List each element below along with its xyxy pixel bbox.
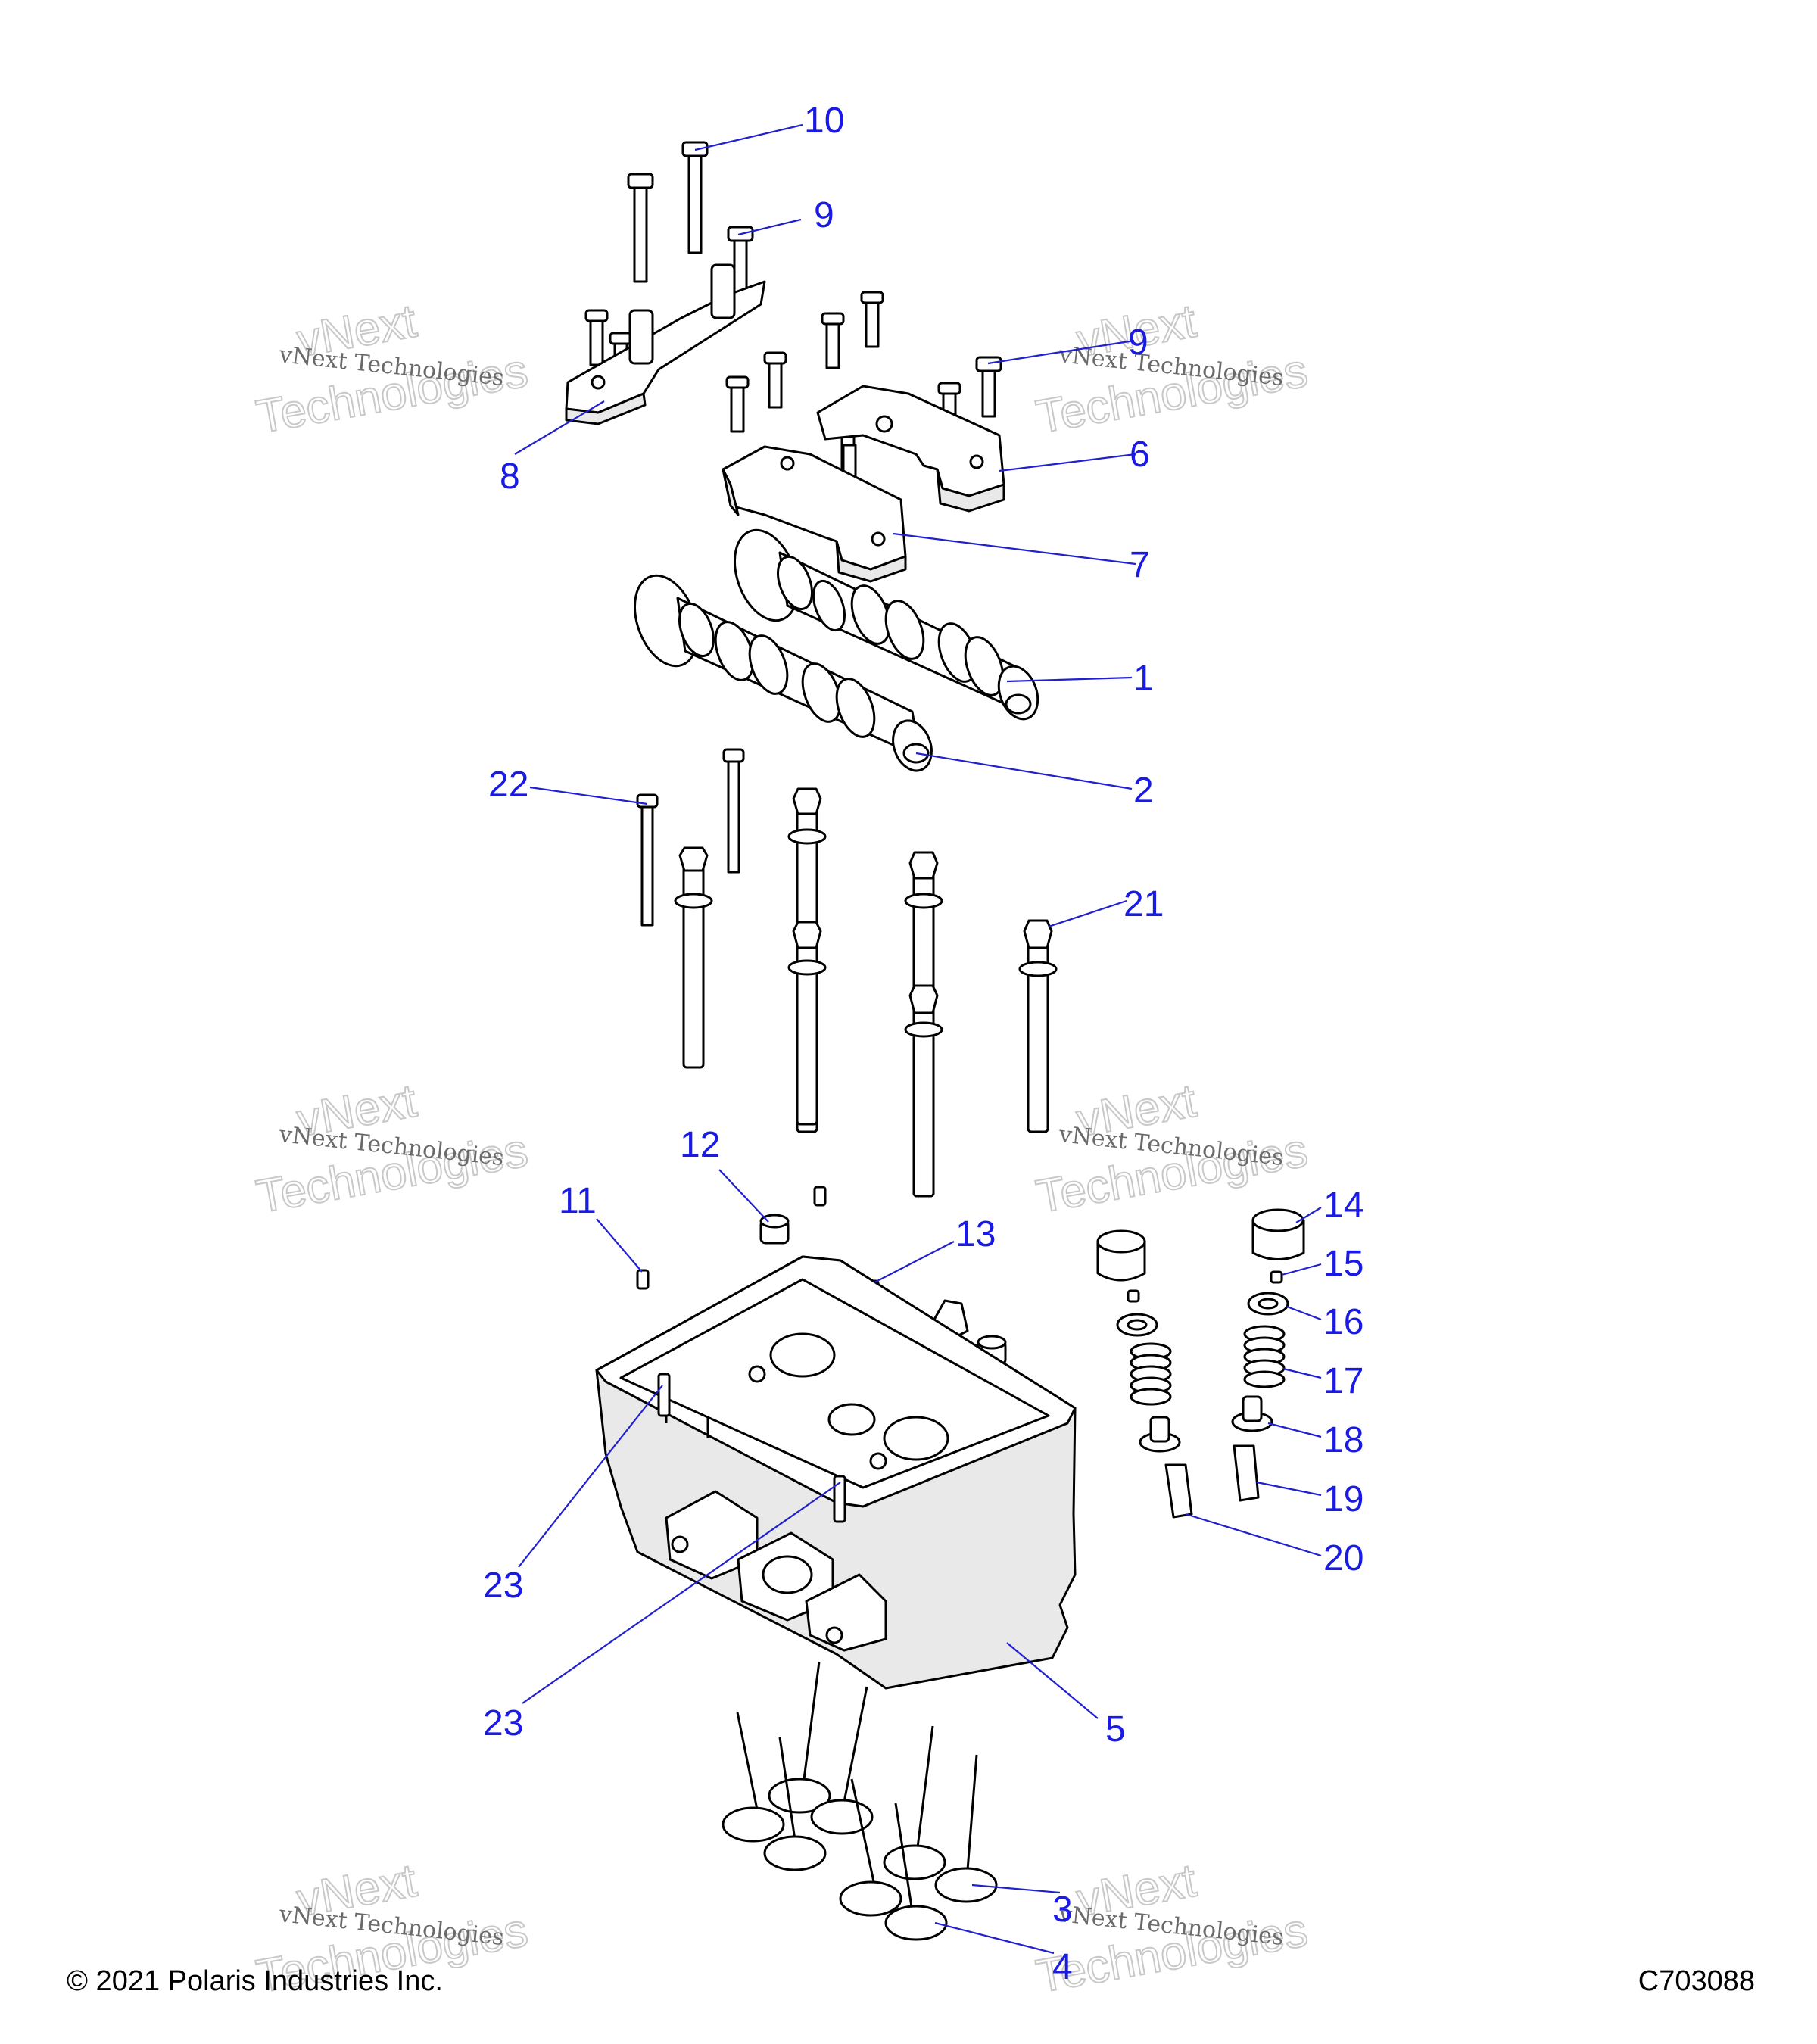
- keeper-left: [1127, 1289, 1140, 1303]
- bolt-head: [763, 351, 787, 365]
- callout-17: 17: [1323, 1361, 1364, 1401]
- valve: [934, 1754, 998, 1903]
- seal-12: [759, 1214, 790, 1245]
- bolt-long-10: [681, 141, 709, 254]
- dowel-11: [636, 1269, 650, 1290]
- valve-seal-left: [1139, 1416, 1181, 1453]
- valve: [763, 1737, 827, 1871]
- valve: [884, 1803, 948, 1941]
- copyright-notice: © 2021 Polaris Industries Inc.: [67, 1965, 443, 1997]
- callout-5: 5: [1105, 1709, 1126, 1750]
- bolt-small: [730, 383, 745, 433]
- callout-19: 19: [1323, 1479, 1364, 1519]
- callout-8: 8: [500, 456, 520, 497]
- callout-23: 23: [483, 1703, 523, 1743]
- callout-16: 16: [1323, 1302, 1364, 1342]
- spring-left: [1130, 1342, 1172, 1406]
- bucket-tappet-left: [1096, 1229, 1146, 1282]
- bolt-head: [821, 312, 845, 326]
- callout-22: 22: [488, 765, 528, 805]
- callout-3: 3: [1052, 1890, 1073, 1930]
- callout-11: 11: [559, 1181, 597, 1221]
- bolt-small: [865, 298, 880, 348]
- bolt-head: [860, 291, 884, 304]
- valve: [722, 1712, 785, 1843]
- callout-9: 9: [814, 195, 834, 235]
- callout-23: 23: [483, 1566, 523, 1606]
- valve: [768, 1661, 831, 1814]
- head-bolt-a: [674, 846, 713, 1069]
- valve-seal-18: [1231, 1395, 1273, 1432]
- retainer-16: [1247, 1292, 1289, 1316]
- bolt-head: [584, 309, 609, 322]
- callout-15: 15: [1323, 1244, 1364, 1284]
- callout-1: 1: [1133, 659, 1154, 699]
- head-bolt-c: [787, 921, 827, 1126]
- valve: [839, 1778, 902, 1917]
- callout-7: 7: [1130, 545, 1150, 585]
- cylinder-head-5: [595, 1255, 1077, 1690]
- watermarks: vNext Technologies vNext Technologies vN…: [252, 294, 1312, 2004]
- callout-2: 2: [1133, 771, 1154, 811]
- callout-14: 14: [1323, 1186, 1364, 1226]
- callout-10: 10: [804, 101, 844, 141]
- bolt-head: [609, 332, 633, 345]
- cam-cap-8: [565, 263, 766, 425]
- diagram-id: C703088: [1638, 1965, 1755, 1997]
- callout-labels: 10 9 9 6 7 8 1 2 22 21 11 12 13 14 15 16…: [483, 101, 1364, 1987]
- bolt-small: [589, 316, 604, 366]
- head-bolt-e: [904, 984, 943, 1198]
- keeper-15: [1270, 1270, 1283, 1284]
- camshaft-1: [733, 528, 1039, 721]
- bolt-9-right: [975, 356, 1002, 418]
- valve: [883, 1725, 946, 1880]
- cam-cap-6: [816, 385, 1005, 513]
- valves: [722, 1661, 998, 1941]
- retainer-left: [1116, 1313, 1158, 1337]
- callout-13: 13: [955, 1214, 996, 1254]
- camshaft-2: [633, 574, 933, 772]
- bolt-small: [768, 359, 783, 409]
- callout-18: 18: [1323, 1420, 1364, 1460]
- bolt-small: [825, 319, 840, 369]
- bucket-tappet-14: [1251, 1208, 1305, 1260]
- valve: [810, 1686, 874, 1835]
- callout-12: 12: [680, 1125, 720, 1165]
- valve-train: [1096, 1208, 1305, 1519]
- bolt-long-left: [627, 173, 654, 283]
- bolt-21: [1018, 919, 1058, 1133]
- leader-lines: [514, 123, 1322, 1955]
- callout-6: 6: [1130, 435, 1150, 475]
- cam-cap-7: [722, 445, 907, 583]
- valve-guide-19: [1233, 1444, 1260, 1502]
- bolt-22: [636, 793, 659, 927]
- callout-20: 20: [1323, 1538, 1364, 1578]
- bolt-long-upper: [722, 748, 745, 874]
- callout-9: 9: [1128, 322, 1148, 363]
- callout-4: 4: [1052, 1947, 1073, 1987]
- valve-guide-20: [1164, 1463, 1193, 1519]
- callout-21: 21: [1124, 884, 1164, 924]
- dowel-upper: [813, 1186, 827, 1207]
- spring-17: [1243, 1325, 1286, 1388]
- bolt-head: [725, 375, 750, 389]
- bolt-head: [937, 382, 961, 395]
